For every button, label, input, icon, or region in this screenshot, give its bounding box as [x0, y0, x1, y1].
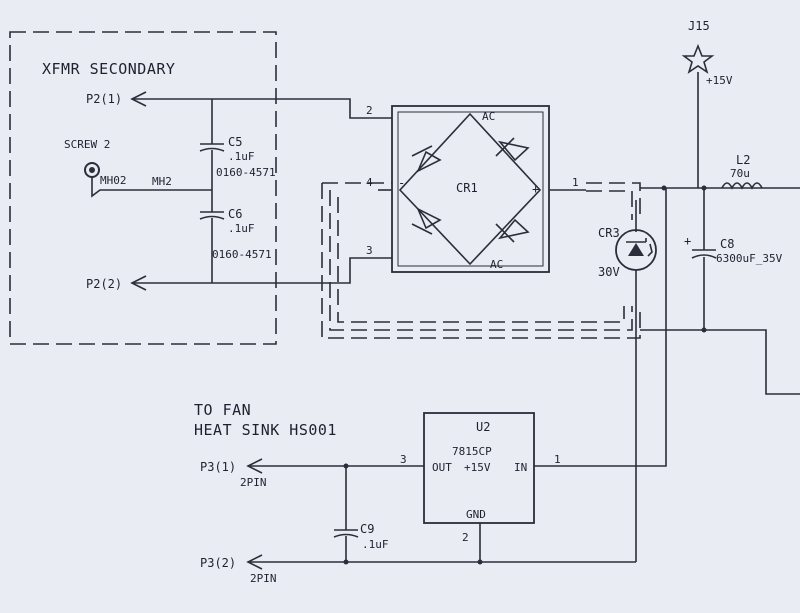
mh02-label: MH02 — [100, 174, 127, 187]
fan-block-title: TO FAN HEAT SINK HS001 — [194, 401, 337, 439]
p2-2-label: P2(2) — [86, 277, 122, 291]
p3-2-net: P3(2) 2PIN — [200, 523, 636, 585]
cr1-pin2-label: 2 — [366, 104, 373, 117]
l2-value: 70u — [730, 167, 750, 180]
c6-ref: C6 — [228, 207, 242, 221]
p3-1-net: P3(1) 2PIN — [200, 458, 424, 489]
cr1-plus: + — [532, 182, 539, 196]
screw-2-mounting-hole: SCREW 2 MH02 MH2 — [64, 138, 212, 198]
xfmr-secondary-block: XFMR SECONDARY — [9, 31, 277, 345]
cr1-minus: - — [398, 176, 405, 190]
j15-ref: J15 — [688, 19, 710, 33]
cr1-bridge-rectifier: AC AC + - CR1 — [391, 105, 550, 273]
p2-1-label: P2(1) — [86, 92, 122, 106]
u2-in: IN — [514, 461, 527, 474]
c8-plus-sign: + — [684, 234, 691, 248]
u2-pin3: 3 — [400, 453, 407, 466]
u2-out: OUT — [432, 461, 452, 474]
cr3-zener-diode: CR3 30V — [598, 200, 657, 300]
fan-title-line2: HEAT SINK HS001 — [194, 421, 337, 439]
u2-ref: U2 — [476, 420, 490, 434]
u2-pin2: 2 — [462, 531, 469, 544]
shield-traces: 4 — [321, 176, 641, 339]
j15-value: +15V — [706, 74, 733, 87]
u2-part: 7815CP — [452, 445, 492, 458]
c6-capacitor: C6 .1uF 0160-4571 — [199, 207, 272, 283]
u2-input-net — [534, 188, 667, 562]
c8-ref: C8 — [720, 237, 734, 251]
mh2-net-label: MH2 — [152, 175, 172, 188]
p3-1-pin: 2PIN — [240, 476, 267, 489]
c5-ref: C5 — [228, 135, 242, 149]
u2-gnd: GND — [466, 508, 486, 521]
cr1-ac-top: AC — [482, 110, 495, 123]
p3-2-pin: 2PIN — [250, 572, 277, 585]
cr3-value: 30V — [598, 265, 620, 279]
u2-regulator: U2 7815CP OUT +15V IN GND 3 1 2 — [400, 412, 561, 544]
xfmr-title: XFMR SECONDARY — [42, 60, 175, 78]
p3-2-label: P3(2) — [200, 556, 236, 570]
c6-value: .1uF — [228, 222, 255, 235]
l2-inductor: L2 70u — [721, 153, 763, 190]
c5-capacitor: C5 .1uF 0160-4571 — [199, 99, 276, 212]
p2-2-net: P2(2) 3 — [86, 244, 392, 291]
p3-1-label: P3(1) — [200, 460, 236, 474]
c8-capacitor: + C8 6300uF_35V — [684, 188, 783, 330]
cr3-ref: CR3 — [598, 226, 620, 240]
c5-part: 0160-4571 — [216, 166, 276, 179]
l2-ref: L2 — [736, 153, 750, 167]
cr1-pin3-label: 3 — [366, 244, 373, 257]
cr1-ac-bottom: AC — [490, 258, 503, 271]
c9-capacitor: C9 .1uF — [333, 466, 389, 562]
u2-voltage: +15V — [464, 461, 491, 474]
ground-return — [640, 327, 800, 395]
c5-value: .1uF — [228, 150, 255, 163]
p2-1-net: P2(1) 2 — [86, 91, 392, 119]
cr1-pin4-label: 4 — [366, 176, 373, 189]
u2-pin1: 1 — [554, 453, 561, 466]
c8-value: 6300uF_35V — [716, 252, 783, 265]
cr1-pin1-label: 1 — [572, 176, 579, 189]
screw-label: SCREW 2 — [64, 138, 110, 151]
cr1-ref: CR1 — [456, 181, 478, 195]
j15-test-point: J15 +15V — [681, 19, 733, 188]
fan-title-line1: TO FAN — [194, 401, 251, 419]
c6-part: 0160-4571 — [212, 248, 272, 261]
c9-value: .1uF — [362, 538, 389, 551]
c9-ref: C9 — [360, 522, 374, 536]
